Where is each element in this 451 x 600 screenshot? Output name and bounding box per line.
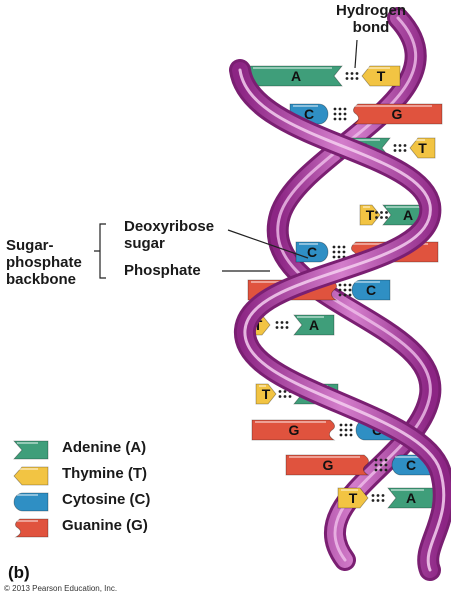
hydrogen-bond-dots — [393, 144, 407, 152]
nucleotide-left: G — [251, 419, 336, 441]
legend-swatches — [13, 440, 49, 538]
legend-swatch-guanine — [14, 518, 49, 538]
deoxyribose-sugar-label: Deoxyribose sugar — [124, 218, 215, 252]
nucleotide-right: C — [391, 454, 431, 476]
phosphate-label: Phosphate — [124, 262, 201, 279]
deoxyribose-pointer — [227, 229, 309, 259]
base-letter: G — [392, 106, 403, 122]
nucleotide-left: T — [255, 383, 277, 405]
legend-label-guanine: Guanine (G) — [62, 517, 148, 534]
base-letter: C — [406, 457, 416, 473]
backbone-strand-front — [229, 59, 451, 581]
base-letter: A — [403, 207, 413, 223]
hydrogen-bond-dots — [371, 494, 385, 502]
base-letter: T — [262, 386, 271, 402]
panel-label: (b) — [8, 563, 30, 582]
legend-label-cytosine: Cytosine (C) — [62, 491, 151, 508]
nucleotide-right: A — [293, 314, 335, 336]
base-letter: T — [349, 490, 358, 506]
base-letter: C — [304, 106, 314, 122]
hydrogen-bond-dots — [339, 423, 353, 437]
base-letter: T — [366, 207, 375, 223]
nucleotide-right: G — [352, 103, 443, 125]
hydrogen-bond-dots — [333, 107, 347, 121]
hydrogen-bond-label: Hydrogen bond — [336, 2, 407, 36]
legend-swatch-adenine — [13, 440, 49, 460]
nucleotide-left: G — [285, 454, 370, 476]
base-letter: C — [307, 244, 317, 260]
base-letter: A — [309, 317, 319, 333]
hydrogen-bond-dots — [332, 245, 346, 259]
legend-swatch-cytosine — [13, 492, 49, 512]
copyright-text: © 2013 Pearson Education, Inc. — [4, 584, 118, 593]
nucleotide-right: A — [387, 487, 435, 509]
base-letter: T — [377, 68, 386, 84]
nucleotide-left: C — [289, 103, 329, 125]
nucleotide-left: T — [337, 487, 369, 509]
sugar-phosphate-backbone-label: Sugar- phosphate backbone — [6, 237, 82, 288]
base-letter: C — [366, 282, 376, 298]
hydrogen-bond-dots — [345, 72, 359, 80]
nucleotide-left: C — [295, 241, 329, 263]
base-letter: A — [406, 490, 416, 506]
base-letter: G — [289, 422, 300, 438]
nucleotide-left: T — [359, 204, 381, 226]
nucleotide-right: T — [409, 137, 436, 159]
nucleotide-right: C — [351, 279, 391, 301]
hydrogen-bond-dots — [374, 458, 388, 472]
hydrogen-bond-dots — [338, 283, 352, 297]
hydrogen-bond-dots — [278, 390, 292, 398]
legend-swatch-thymine — [13, 466, 49, 486]
base-letter: G — [323, 457, 334, 473]
base-letter: T — [254, 317, 263, 333]
legend-label-adenine: Adenine (A) — [62, 439, 147, 456]
callout-lines — [94, 39, 358, 279]
backbone-bracket — [94, 223, 106, 279]
nucleotide-left: A — [249, 65, 343, 87]
hydrogen-bond-dots — [375, 211, 388, 219]
base-letter: A — [291, 68, 301, 84]
hydrogen-bond-pointer — [354, 39, 358, 69]
nucleotide-right: T — [361, 65, 401, 87]
legend-label-thymine: Thymine (T) — [62, 465, 147, 482]
hydrogen-bond-dots — [275, 321, 289, 329]
base-letter: T — [418, 140, 427, 156]
